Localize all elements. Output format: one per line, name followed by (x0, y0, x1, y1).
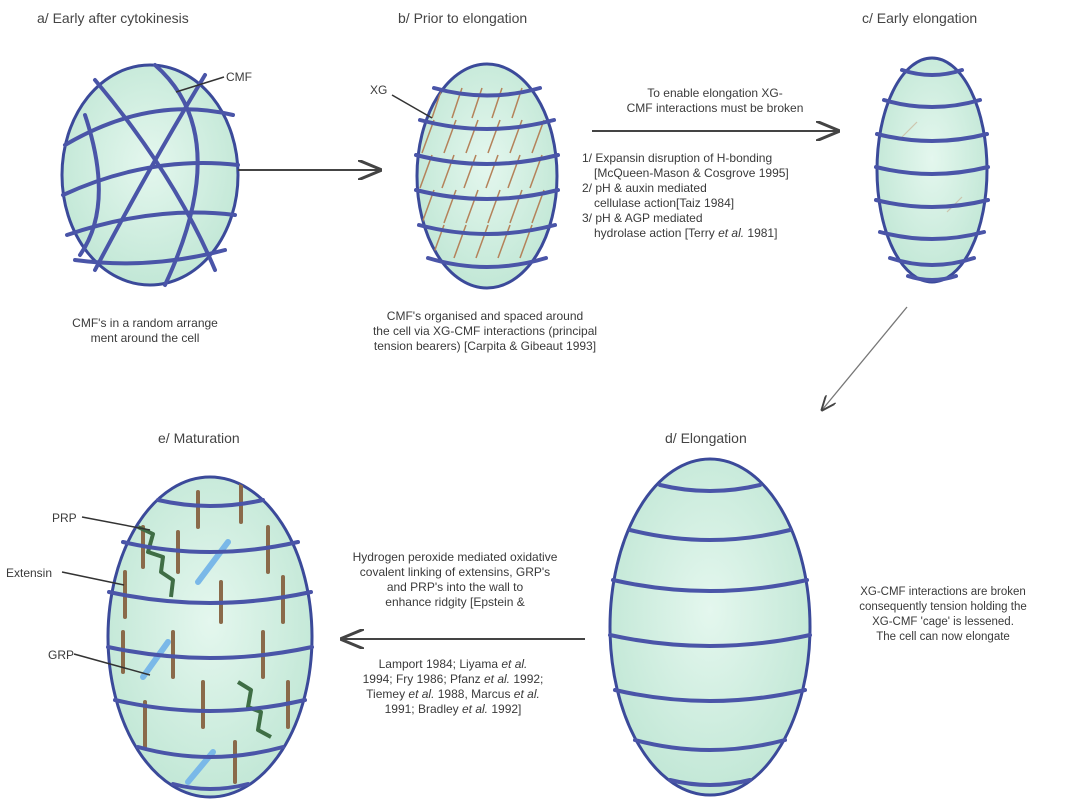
note-line: enhance ridgity [Epstein & (330, 595, 580, 610)
arrow-c-to-d (822, 307, 907, 410)
note-line: and PRP's into the wall to (330, 580, 580, 595)
note-line: cellulase action[Taiz 1984] (582, 196, 852, 211)
note-line: 3/ pH & AGP mediated (582, 211, 852, 226)
label-grp: GRP (48, 648, 74, 663)
de-bottom-note: Lamport 1984; Liyama et al. 1994; Fry 19… (328, 657, 578, 717)
note-etal: et al. (408, 687, 434, 701)
caption-line: The cell can now elongate (828, 630, 1058, 645)
caption-line: consequently tension holding the (828, 600, 1058, 615)
label-cmf: CMF (226, 70, 252, 85)
panel-c-title: c/ Early elongation (862, 10, 977, 26)
note-fragment: 1991; Bradley (385, 702, 462, 716)
caption-line: ment around the cell (25, 331, 265, 346)
cell-d (605, 455, 815, 800)
caption-line: the cell via XG-CMF interactions (princi… (330, 324, 640, 339)
note-line: 1994; Fry 1986; Pfanz et al. 1992; (328, 672, 578, 687)
note-line: covalent linking of extensins, GRP's (330, 565, 580, 580)
note-fragment: 1992] (488, 702, 521, 716)
de-top-note: Hydrogen peroxide mediated oxidative cov… (330, 550, 580, 610)
cell-b-body (417, 64, 557, 288)
note-line: CMF interactions must be broken (590, 101, 840, 116)
note-line: To enable elongation XG- (590, 86, 840, 101)
label-prp: PRP (52, 511, 77, 526)
panel-d-title: d/ Elongation (665, 430, 747, 446)
cell-c (872, 52, 992, 292)
note-etal: et al. (514, 687, 540, 701)
caption-line: CMF's organised and spaced around (330, 309, 640, 324)
panel-a-caption: CMF's in a random arrange ment around th… (25, 316, 265, 346)
note-line: Lamport 1984; Liyama et al. (328, 657, 578, 672)
note-fragment: Tiemey (366, 687, 408, 701)
caption-line: tension bearers) [Carpita & Gibeaut 1993… (330, 339, 640, 354)
bc-mechanisms: 1/ Expansin disruption of H-bonding [McQ… (582, 151, 852, 241)
note-line: [McQueen-Mason & Cosgrove 1995] (582, 166, 852, 181)
caption-line: CMF's in a random arrange (25, 316, 265, 331)
cell-a (55, 55, 245, 295)
note-line: Tiemey et al. 1988, Marcus et al. (328, 687, 578, 702)
panel-d-caption: XG-CMF interactions are broken consequen… (828, 585, 1058, 645)
note-line: 1/ Expansin disruption of H-bonding (582, 151, 852, 166)
panel-b-title: b/ Prior to elongation (398, 10, 527, 26)
panel-e-title: e/ Maturation (158, 430, 240, 446)
panel-b-caption: CMF's organised and spaced around the ce… (330, 309, 640, 354)
note-etal: et al. (462, 702, 488, 716)
note-line: hydrolase action [Terry et al. 1981] (582, 226, 852, 241)
note-etal: et al. (718, 226, 744, 240)
cell-e (103, 472, 318, 802)
cell-b (412, 58, 562, 293)
bc-heading: To enable elongation XG- CMF interaction… (590, 86, 840, 116)
caption-line: XG-CMF interactions are broken (828, 585, 1058, 600)
note-fragment: hydrolase action [Terry (594, 226, 718, 240)
panel-a-title: a/ Early after cytokinesis (37, 10, 189, 26)
note-fragment: 1992; (510, 672, 543, 686)
label-extensin: Extensin (6, 566, 52, 581)
cell-d-body (610, 459, 810, 795)
note-etal: et al. (501, 657, 527, 671)
note-line: 1991; Bradley et al. 1992] (328, 702, 578, 717)
note-fragment: 1994; Fry 1986; Pfanz (363, 672, 484, 686)
label-xg: XG (370, 83, 387, 98)
note-etal: et al. (484, 672, 510, 686)
caption-line: XG-CMF 'cage' is lessened. (828, 615, 1058, 630)
note-line: 2/ pH & auxin mediated (582, 181, 852, 196)
note-line: Hydrogen peroxide mediated oxidative (330, 550, 580, 565)
note-fragment: Lamport 1984; Liyama (379, 657, 502, 671)
note-fragment: 1981] (744, 226, 777, 240)
note-fragment: 1988, Marcus (434, 687, 513, 701)
